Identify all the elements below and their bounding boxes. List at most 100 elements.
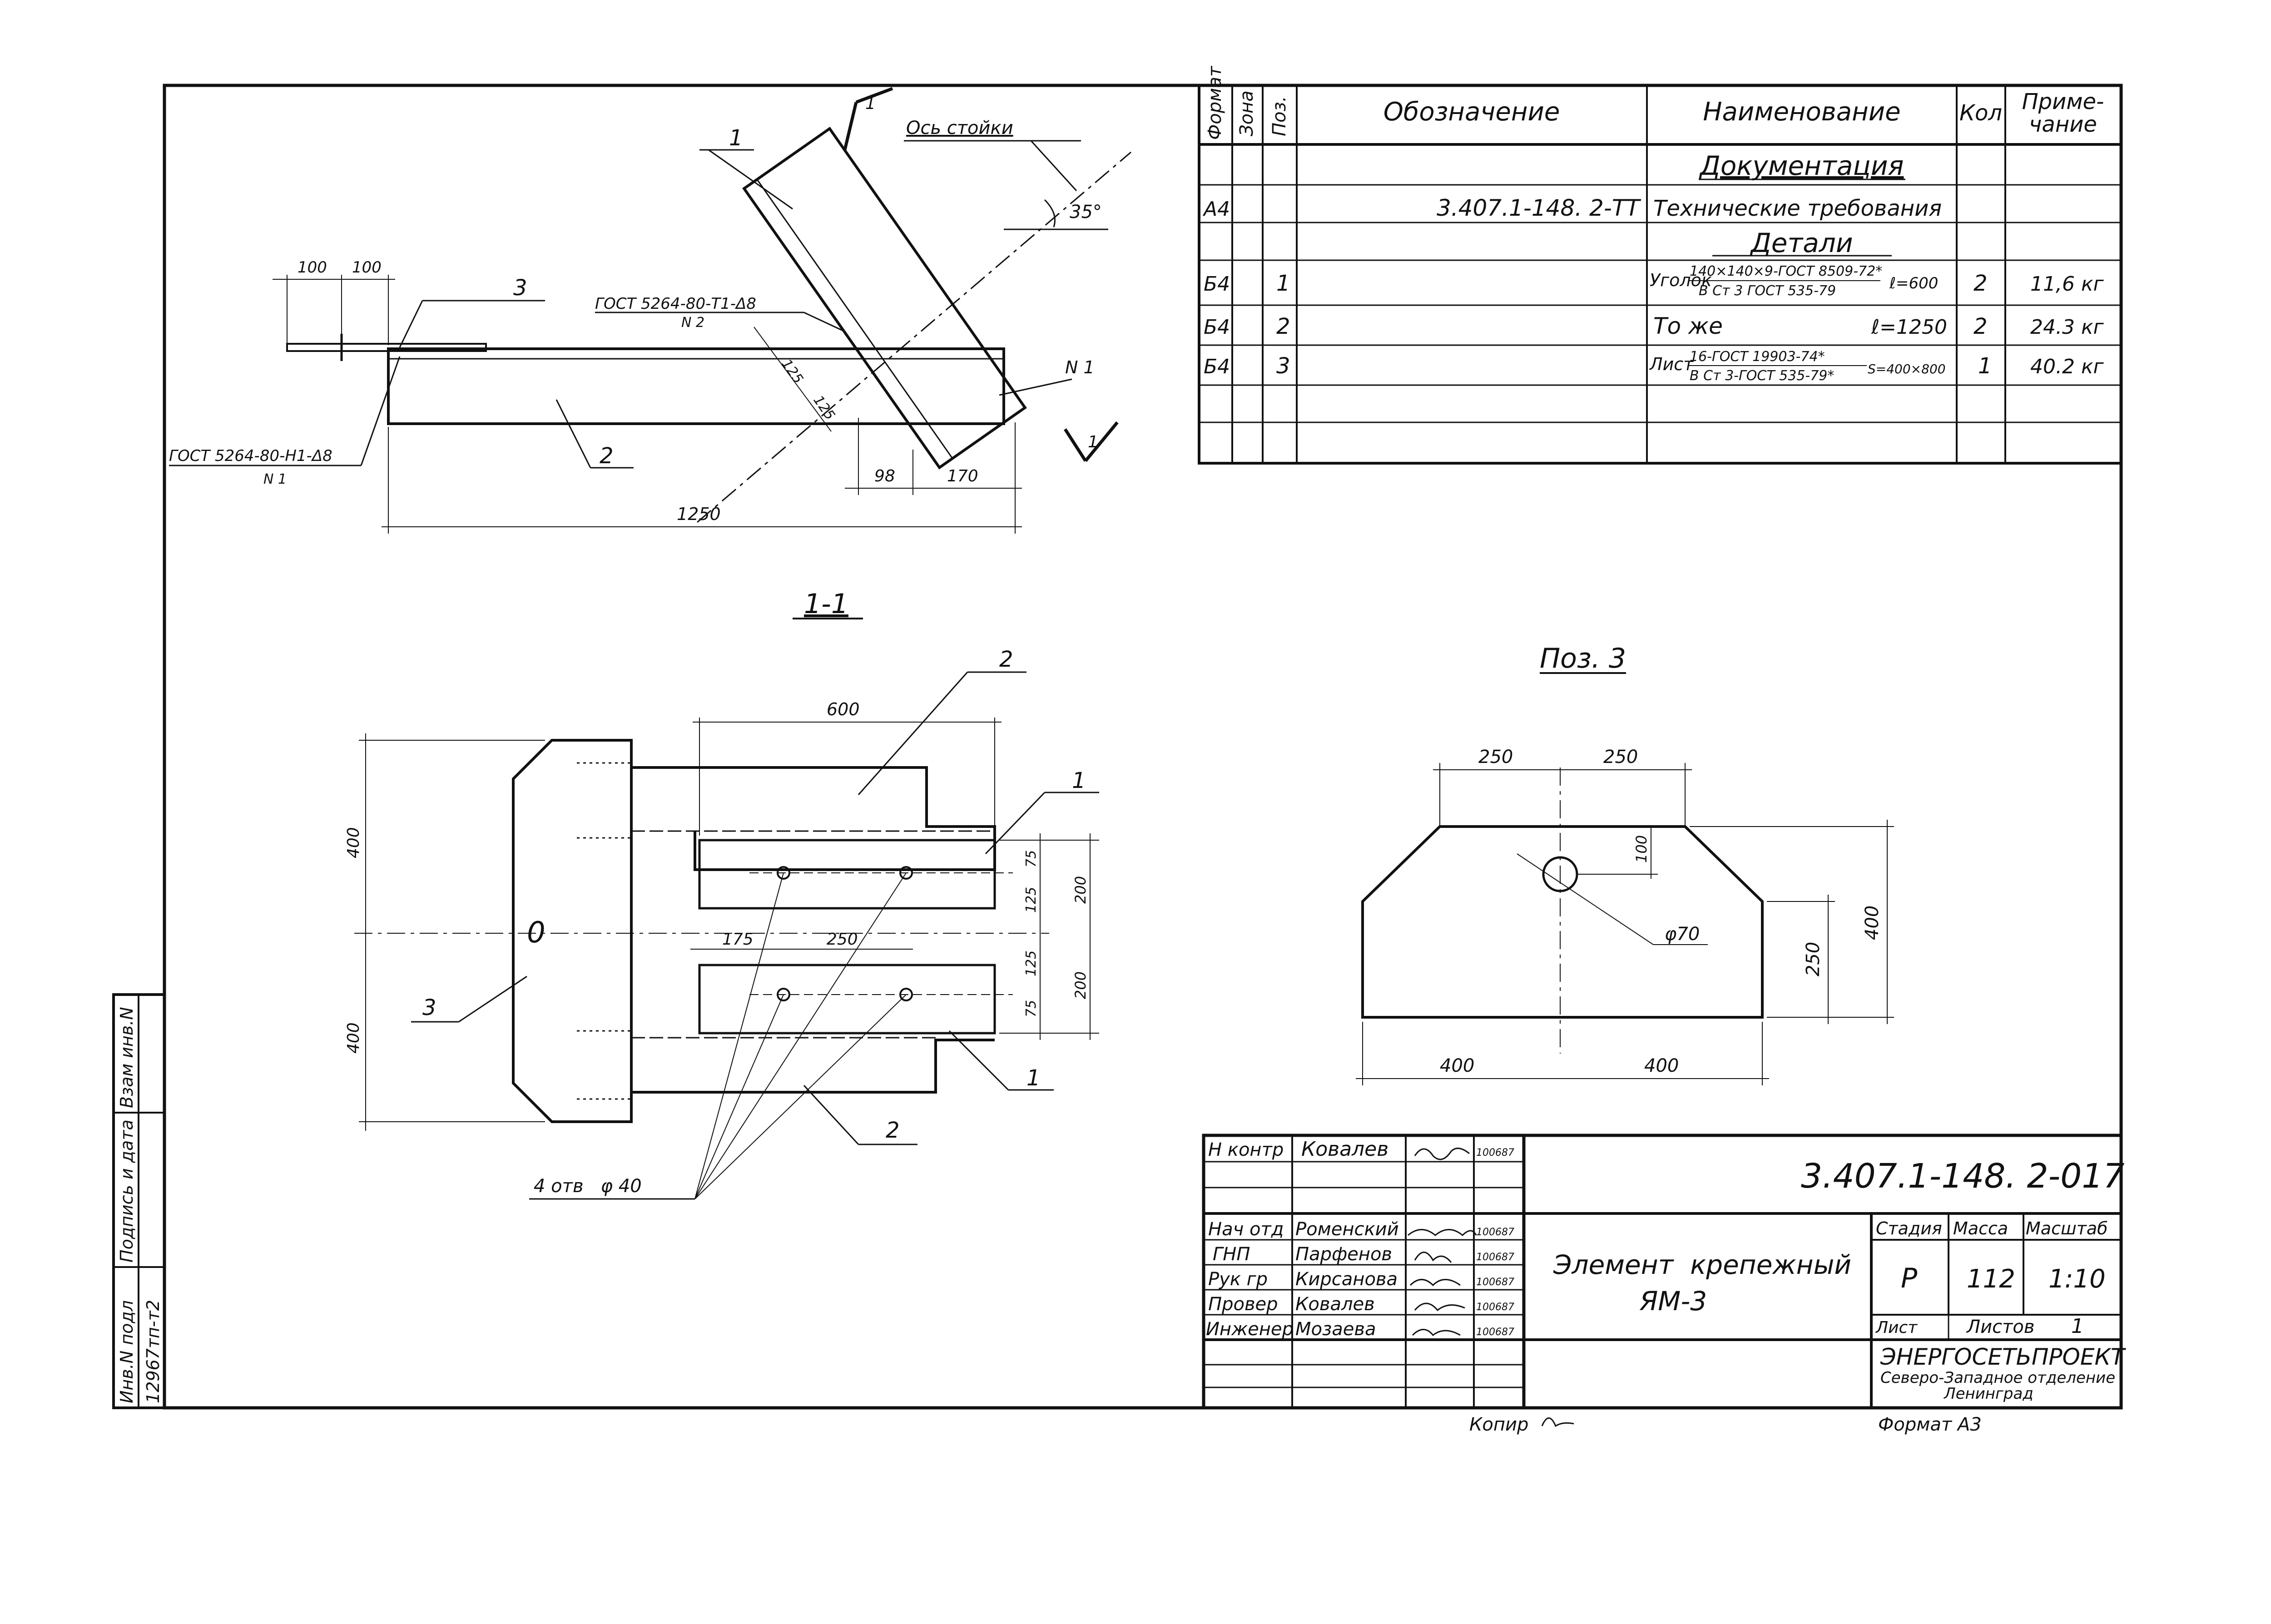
header-note-1: Приме- — [2022, 89, 2104, 114]
copied-label: Копир — [1469, 1414, 1528, 1435]
svg-text:Б4: Б4 — [1204, 316, 1230, 339]
dim-100: 100 — [1633, 835, 1650, 863]
svg-text:100687: 100687 — [1476, 1327, 1514, 1338]
dim-250b: 250 — [1603, 747, 1638, 767]
dim-250c: 250 — [1803, 942, 1824, 976]
table-row: Б4 2 То же ℓ=1250 2 24.3 кг — [1204, 313, 2104, 339]
header-pos: Поз. — [1269, 96, 1290, 136]
org-branch: Северо-Западное отделение — [1880, 1369, 2115, 1387]
plate-view: Поз. 3 φ70 250 250 100 250 400 400 400 — [1356, 643, 1894, 1085]
dim-400b: 400 — [344, 1022, 363, 1054]
signature-scribble — [1414, 1252, 1452, 1263]
pos-2b: 2 — [886, 1118, 900, 1143]
side-label-inv: Инв.N подл — [117, 1300, 137, 1403]
svg-text:Лист: Лист — [1649, 354, 1694, 374]
header-note-2: чание — [2029, 112, 2097, 137]
cut-mark-bottom: 1 — [1088, 433, 1098, 451]
element-title-1: Элемент крепежный — [1553, 1249, 1851, 1280]
pos-2a: 2 — [999, 647, 1013, 672]
svg-text:24.3 кг: 24.3 кг — [2030, 316, 2104, 339]
svg-text:То же: То же — [1653, 313, 1723, 339]
specification-table: Формат Зона Поз. Обозначение Наименовани… — [1198, 65, 2122, 465]
pos-1b: 1 — [1026, 1065, 1041, 1091]
plate-title: Поз. 3 — [1540, 643, 1626, 674]
svg-text:Провер: Провер — [1208, 1294, 1278, 1315]
axis-label: Ось стойки — [906, 118, 1013, 139]
section-title: 1-1 — [804, 588, 848, 620]
weld-right-n: N 1 — [1065, 357, 1095, 377]
header-zone: Зона — [1236, 90, 1257, 136]
weld-left-label: ГОСТ 5264-80-Н1-Δ8 — [169, 447, 332, 465]
svg-text:40.2 кг: 40.2 кг — [2030, 355, 2104, 378]
svg-text:S=400×800: S=400×800 — [1868, 361, 1946, 376]
section-view: 1-1 0 400 400 — [344, 588, 1099, 1200]
org-name: ЭНЕРГОСЕТЬПРОЕКТ — [1880, 1344, 2126, 1370]
pos-3-section: 3 — [422, 995, 436, 1020]
svg-text:Б4: Б4 — [1204, 272, 1230, 296]
svg-text:100687: 100687 — [1476, 1277, 1514, 1288]
svg-text:Кирсанова: Кирсанова — [1295, 1269, 1398, 1290]
doc-number: 3.407.1-148. 2-017 — [1801, 1157, 2124, 1196]
signature-row: Н контр Ковалев 100687 — [1208, 1138, 1514, 1161]
angle-label: 35° — [1070, 202, 1102, 223]
svg-text:Парфенов: Парфенов — [1295, 1244, 1392, 1265]
dim-250a: 250 — [1478, 747, 1513, 767]
svg-text:Роменский: Роменский — [1295, 1219, 1399, 1240]
pos-1-top: 1 — [729, 125, 743, 151]
sheet-header: Лист — [1875, 1318, 1918, 1337]
dim-250: 250 — [827, 930, 858, 949]
header-designation: Обозначение — [1383, 97, 1560, 127]
cut-mark-top: 1 — [865, 94, 876, 113]
dim-400h: 400 — [1862, 906, 1883, 940]
pos-2-top: 2 — [600, 443, 614, 469]
dim-400b-plate: 400 — [1644, 1055, 1679, 1076]
dim-125b: 125 — [1023, 951, 1039, 976]
title-block: Н контр Ковалев 100687 Нач отд Роменский… — [1202, 1134, 2126, 1435]
svg-text:100687: 100687 — [1476, 1302, 1514, 1313]
svg-text:Ковалев: Ковалев — [1301, 1138, 1388, 1161]
dim-100b: 100 — [352, 258, 382, 277]
svg-text:Мозаева: Мозаева — [1295, 1319, 1376, 1340]
doc-designation: 3.407.1-148. 2-ТТ — [1437, 195, 1641, 221]
signature-scribble — [1414, 1302, 1465, 1312]
signature-scribble — [1414, 1148, 1470, 1160]
org-city: Ленинград — [1943, 1385, 2033, 1403]
dim-400a-plate: 400 — [1440, 1055, 1474, 1076]
scale-header: Масштаб — [2026, 1218, 2108, 1238]
dim-200b: 200 — [1072, 971, 1089, 999]
svg-text:Н контр: Н контр — [1208, 1139, 1284, 1160]
side-strip: Инв.N подл Подпись и дата Взам инв.N 129… — [112, 993, 166, 1409]
dim-175: 175 — [722, 930, 754, 949]
signature-row: Инженер Мозаева 100687 — [1206, 1319, 1514, 1340]
axis-line — [697, 151, 1131, 523]
weld-top-n: N 2 — [681, 315, 704, 331]
header-name: Наименование — [1703, 97, 1900, 127]
dim-100a: 100 — [298, 258, 327, 277]
weld-top-label: ГОСТ 5264-80-Т1-Δ8 — [595, 295, 756, 313]
table-row: Б4 3 Лист 16-ГОСТ 19903-74* В Ст 3-ГОСТ … — [1204, 349, 2104, 384]
svg-text:ℓ=1250: ℓ=1250 — [1871, 316, 1947, 339]
svg-text:Инженер: Инженер — [1206, 1319, 1294, 1340]
dim-75b: 75 — [1023, 1000, 1039, 1017]
signature-row: Провер Ковалев 100687 — [1208, 1294, 1514, 1315]
copied-signature — [1541, 1417, 1574, 1427]
sheets-value: 1 — [2071, 1315, 2084, 1338]
doc-format: А4 — [1202, 198, 1230, 221]
svg-text:100687: 100687 — [1476, 1227, 1514, 1238]
pos-3-top: 3 — [513, 275, 527, 301]
signature-scribble — [1408, 1229, 1477, 1237]
svg-text:16-ГОСТ 19903-74*: 16-ГОСТ 19903-74* — [1690, 349, 1825, 365]
dim-125a: 125 — [1023, 887, 1039, 913]
header-format: Формат — [1205, 65, 1225, 140]
signature-scribble — [1409, 1279, 1461, 1287]
mass-value: 112 — [1967, 1264, 2015, 1294]
dim-400a: 400 — [344, 827, 363, 858]
signature-row: Рук гр Кирсанова 100687 — [1208, 1269, 1514, 1290]
side-inv-number: 12967тп-т2 — [143, 1300, 163, 1403]
dim-1250: 1250 — [677, 504, 721, 524]
svg-text:2: 2 — [1276, 314, 1290, 339]
sheets-header: Листов — [1966, 1317, 2034, 1337]
svg-text:140×140×9-ГОСТ 8509-72*: 140×140×9-ГОСТ 8509-72* — [1690, 263, 1882, 279]
element-title-2: ЯМ-3 — [1639, 1286, 1707, 1317]
